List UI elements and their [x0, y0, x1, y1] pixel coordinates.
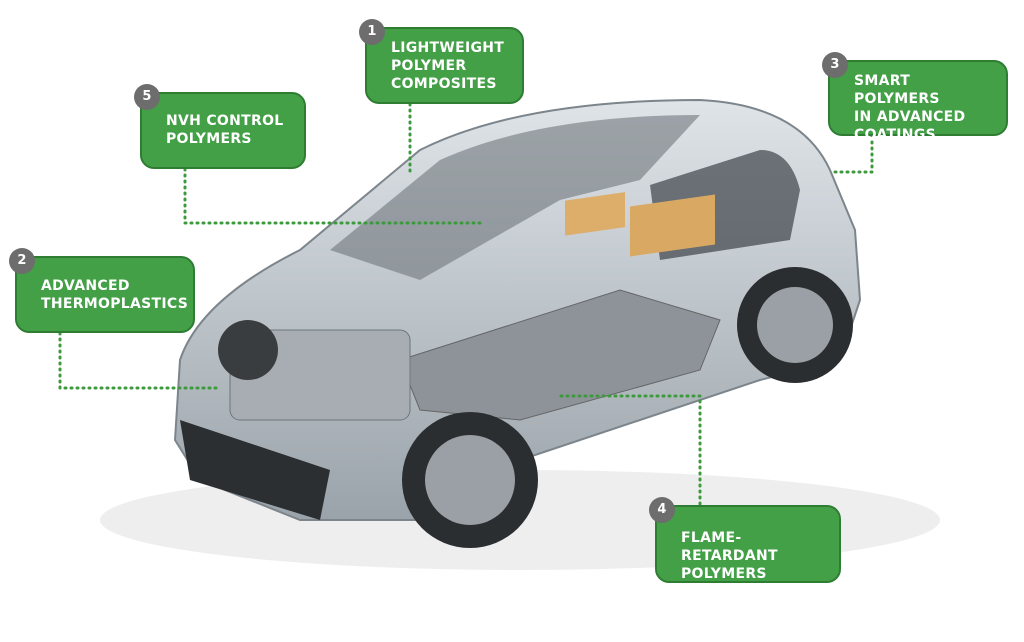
- callout-label: LIGHTWEIGHT POLYMER COMPOSITES: [391, 40, 505, 92]
- leader-line-3: [832, 134, 874, 174]
- battery-module: [565, 192, 625, 236]
- callout-number-badge: 3: [822, 52, 848, 78]
- callout-number-badge: 1: [359, 19, 385, 45]
- callout-label: SMART POLYMERS IN ADVANCED COATINGS: [854, 73, 966, 143]
- callout-lightweight-polymer-composites: 1 LIGHTWEIGHT POLYMER COMPOSITES: [359, 19, 524, 104]
- callout-number-badge: 4: [649, 497, 675, 523]
- leader-line-2: [58, 331, 218, 390]
- callout-label: ADVANCED THERMOPLASTICS: [41, 278, 189, 312]
- battery-module: [630, 194, 715, 257]
- leader-lines: [58, 102, 874, 506]
- leader-line-4: [558, 394, 702, 506]
- leader-line-5: [183, 167, 484, 225]
- callout-number-badge: 2: [9, 248, 35, 274]
- callout-nvh-control-polymers: 5 NVH CONTROL POLYMERS: [134, 84, 306, 169]
- callout-advanced-thermoplastics: 2 ADVANCED THERMOPLASTICS: [9, 248, 195, 333]
- callout-smart-polymers-coatings: 3 SMART POLYMERS IN ADVANCED COATINGS: [822, 52, 1008, 143]
- callout-flame-retardant-polymers: 4 FLAME-RETARDANT POLYMERS: [649, 497, 841, 583]
- roof-glass: [330, 115, 700, 280]
- battery-pack: [399, 289, 721, 421]
- callout-label: FLAME-RETARDANT POLYMERS: [681, 530, 778, 582]
- callout-label: NVH CONTROL POLYMERS: [166, 113, 284, 147]
- front-left-wheel: [218, 320, 278, 380]
- callout-number-badge: 5: [134, 84, 160, 110]
- front-grille: [180, 420, 330, 520]
